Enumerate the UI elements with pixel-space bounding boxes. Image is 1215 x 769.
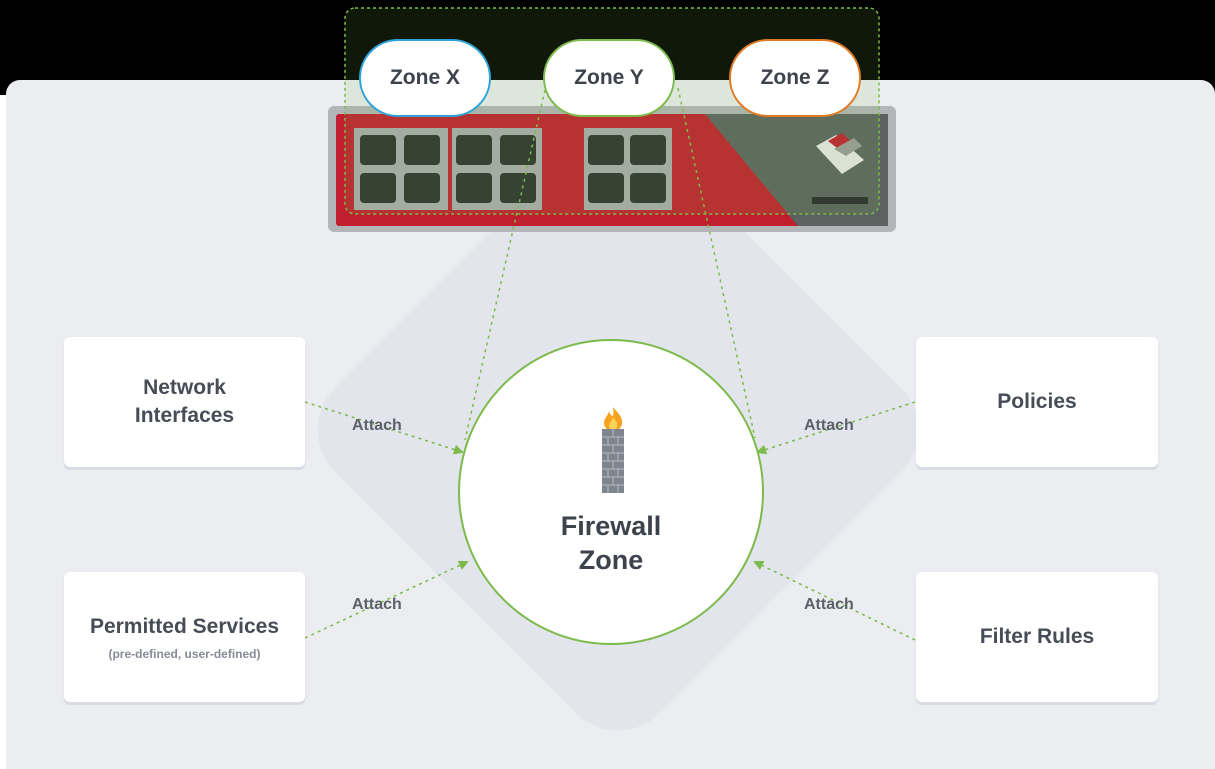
- firewall-zone-node: Firewall Zone: [458, 339, 764, 645]
- zone-y-label: Zone Y: [574, 66, 644, 89]
- filter-rules-title: Filter Rules: [979, 625, 1095, 648]
- policies-card: Policies: [916, 337, 1158, 467]
- status-slot: [812, 197, 868, 204]
- firewall-icon: [602, 407, 624, 493]
- zone-z-label: Zone Z: [760, 66, 830, 89]
- attach-label-policies: Attach: [804, 417, 854, 434]
- vendor-logo-icon: [816, 133, 864, 174]
- attach-label-permitted-services: Attach: [352, 596, 402, 613]
- filter-rules-card: Filter Rules: [916, 572, 1158, 702]
- attach-label-network-interfaces: Attach: [352, 417, 402, 434]
- zone-z-node: Zone Z: [729, 39, 861, 117]
- permitted-services-title: Permitted Services: [89, 615, 280, 638]
- permitted-services-card: Permitted Services (pre-defined, user-de…: [64, 572, 305, 702]
- zone-x-node: Zone X: [359, 39, 491, 117]
- attach-label-filter-rules: Attach: [804, 596, 854, 613]
- policies-title: Policies: [997, 390, 1077, 413]
- network-interfaces-card: Network Interfaces: [64, 337, 305, 467]
- firewall-appliance-icon: [328, 106, 896, 232]
- attach-arrow-filter-rules: [753, 561, 916, 641]
- firewall-zone-title: Firewall Zone: [560, 511, 662, 575]
- ethernet-ports: [360, 135, 666, 203]
- zone-x-label: Zone X: [389, 66, 460, 89]
- network-interfaces-title: Network Interfaces: [134, 376, 235, 427]
- zone-y-node: Zone Y: [543, 39, 675, 117]
- attach-arrow-permitted-services: [304, 560, 469, 639]
- permitted-services-subtitle: (pre-defined, user-defined): [108, 647, 261, 661]
